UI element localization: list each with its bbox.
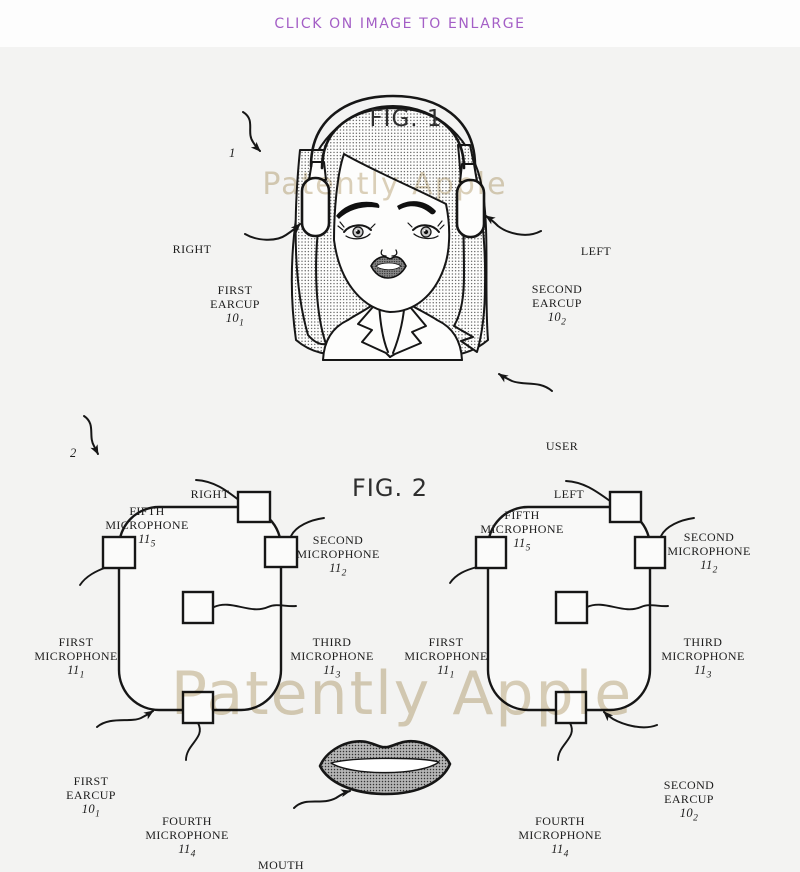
patent-figure-image[interactable]: Patently Apple Patently Apple FIG. 1 FIG…	[0, 47, 800, 867]
mic-square-third	[183, 592, 213, 623]
label-fig1-left-side: LEFT	[581, 244, 611, 258]
mic-square-fifth	[610, 492, 641, 522]
label-third-microphone: THIRD MICROPHONE 113	[661, 635, 744, 682]
label-fourth-microphone: FOURTH MICROPHONE 114	[145, 814, 228, 861]
watermark-fig2: Patently Apple	[171, 659, 633, 729]
mic-square-fifth	[238, 492, 270, 522]
label-first-microphone: FIRST MICROPHONE 111	[34, 635, 117, 682]
fig2-pointer-ref: 2	[70, 446, 76, 461]
user-head-illustration	[292, 96, 488, 360]
label-fifth-microphone: FIFTH MICROPHONE 115	[480, 508, 563, 555]
mic-square-third	[556, 592, 587, 623]
label-second-microphone: SECOND MICROPHONE 112	[296, 533, 379, 580]
label-fifth-microphone: FIFTH MICROPHONE 115	[105, 504, 188, 551]
label-mouth: MOUTH	[258, 858, 304, 872]
fig2-title: FIG. 2	[352, 474, 428, 502]
label-third-microphone: THIRD MICROPHONE 113	[290, 635, 373, 682]
label-second-microphone: SECOND MICROPHONE 112	[667, 530, 750, 577]
enlarge-banner: CLICK ON IMAGE TO ENLARGE	[0, 0, 800, 49]
label-fig1-user: USER	[546, 439, 578, 453]
mouth-illustration	[294, 741, 450, 808]
enlarge-banner-text: CLICK ON IMAGE TO ENLARGE	[274, 16, 525, 32]
watermark-fig1: Patently Apple	[262, 167, 507, 202]
label-fig1-second-earcup: SECOND EARCUP 102	[532, 282, 582, 329]
label-fourth-microphone: FOURTH MICROPHONE 114	[518, 814, 601, 861]
label-fig2-right-side: RIGHT	[191, 487, 230, 501]
mic-square-second	[635, 537, 665, 568]
label-fig2-left-side: LEFT	[554, 487, 584, 501]
label-first-microphone: FIRST MICROPHONE 111	[404, 635, 487, 682]
fig1-pointer-ref: 1	[229, 146, 235, 161]
fig1-title: FIG. 1	[369, 106, 442, 132]
mic-square-second	[265, 537, 297, 567]
label-fig2-first-earcup: FIRST EARCUP 101	[66, 774, 116, 821]
label-fig1-right-side: RIGHT	[173, 242, 212, 256]
label-fig1-first-earcup: FIRST EARCUP 101	[210, 283, 260, 330]
label-fig2-second-earcup: SECOND EARCUP 102	[664, 778, 714, 825]
